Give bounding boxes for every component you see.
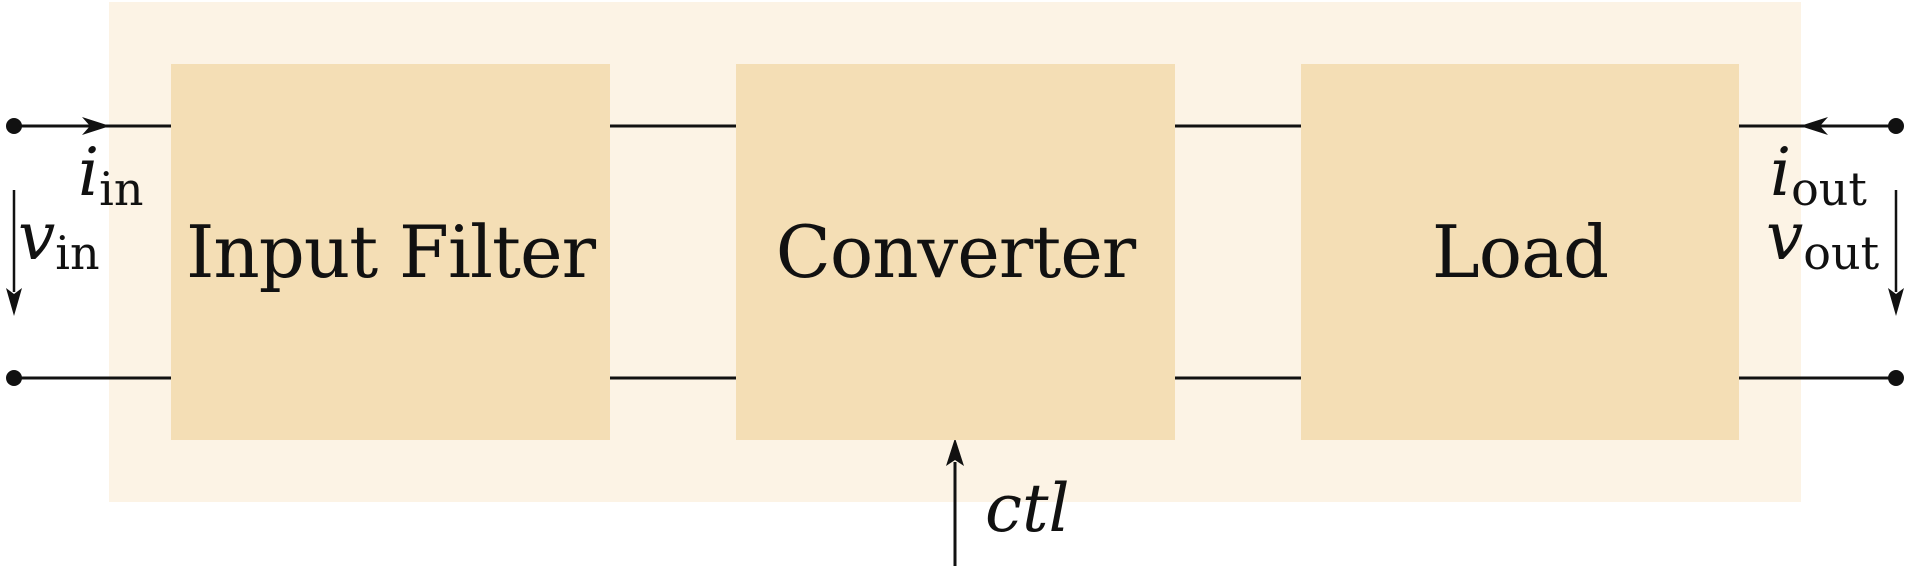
- i-in-arrowhead-icon: [82, 117, 110, 135]
- converter-label: Converter: [775, 210, 1136, 294]
- i-out-arrowhead-icon: [1800, 117, 1828, 135]
- ctl-arrowhead-icon: [946, 438, 964, 466]
- v-out-subscript: out: [1803, 226, 1880, 280]
- v-out-label: vout: [1766, 204, 1879, 277]
- i-in-label: iin: [78, 140, 143, 213]
- converter-block: Converter: [736, 64, 1175, 440]
- v-out-arrowhead-icon: [1888, 288, 1904, 316]
- ctl-label: ctl: [985, 470, 1070, 547]
- v-in-label: vin: [18, 204, 100, 277]
- input-filter-block: Input Filter: [171, 64, 610, 440]
- load-block: Load: [1301, 64, 1739, 440]
- v-in-symbol: v: [18, 198, 56, 275]
- input-filter-label: Input Filter: [185, 210, 596, 294]
- v-out-symbol: v: [1766, 198, 1804, 275]
- v-in-arrowhead-icon: [6, 288, 22, 316]
- i-out-subscript: out: [1791, 162, 1867, 216]
- output-top-terminal-icon: [1888, 118, 1904, 134]
- v-in-subscript: in: [55, 226, 100, 280]
- i-out-label: iout: [1770, 140, 1867, 213]
- load-label: Load: [1431, 210, 1609, 294]
- output-bottom-terminal-icon: [1888, 370, 1904, 386]
- input-top-terminal-icon: [6, 118, 22, 134]
- i-in-subscript: in: [99, 162, 144, 216]
- i-in-symbol: i: [78, 134, 100, 211]
- input-bottom-terminal-icon: [6, 370, 22, 386]
- i-out-symbol: i: [1770, 134, 1792, 211]
